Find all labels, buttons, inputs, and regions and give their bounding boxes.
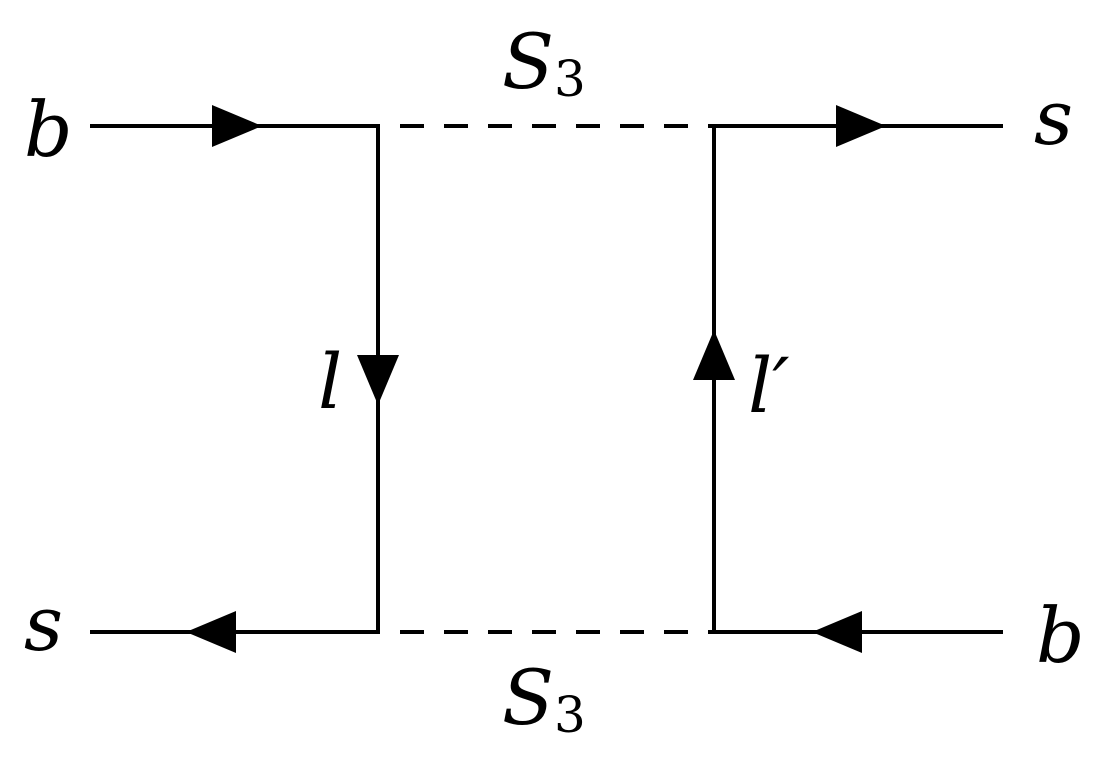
svg-text:S: S xyxy=(502,653,554,742)
arrow-up-right-lepton xyxy=(693,330,735,380)
arrow-left-bottom-left xyxy=(186,611,236,653)
svg-text:3: 3 xyxy=(554,50,586,108)
label-right-lepton: l′ xyxy=(748,341,790,430)
svg-text:3: 3 xyxy=(554,686,586,744)
arrow-right-top-left xyxy=(212,105,262,147)
label-bottom-left-quark: s xyxy=(24,579,63,668)
label-left-lepton: l xyxy=(318,337,342,426)
arrow-down-left-lepton xyxy=(357,355,399,405)
arrow-right-top-right xyxy=(836,105,886,147)
arrow-left-bottom-right xyxy=(812,611,862,653)
label-top-scalar: S 3 xyxy=(502,17,586,108)
label-bottom-scalar: S 3 xyxy=(502,653,586,744)
label-top-left-quark: b xyxy=(24,85,73,174)
svg-text:S: S xyxy=(502,17,554,106)
label-bottom-right-quark: b xyxy=(1036,591,1085,680)
label-top-right-quark: s xyxy=(1034,73,1073,162)
